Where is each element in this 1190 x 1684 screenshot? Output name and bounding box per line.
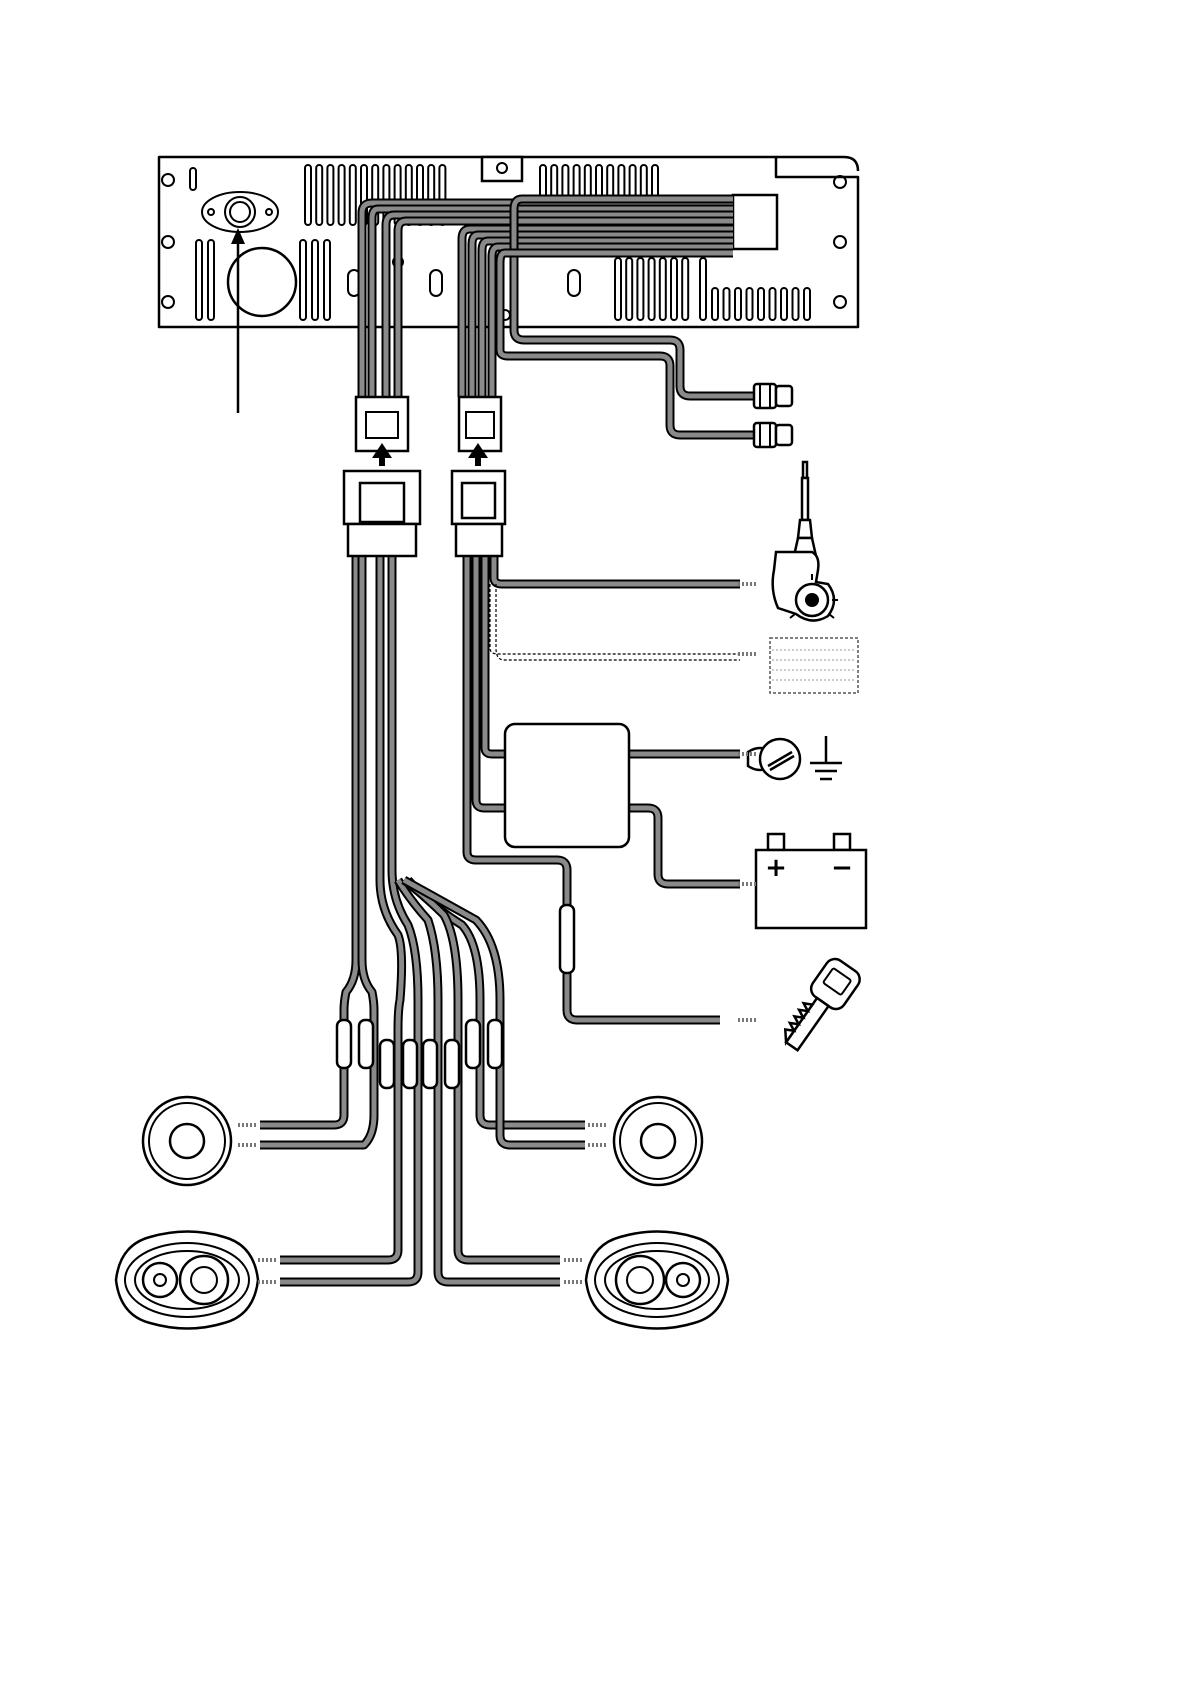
splice-sleeve — [403, 1040, 417, 1088]
vent-slot — [196, 240, 202, 320]
rca-line-out-front — [754, 384, 792, 408]
vent-slot — [626, 258, 632, 320]
vent-slot — [793, 288, 799, 320]
splice-sleeve — [359, 1020, 373, 1068]
vent-slot — [350, 165, 356, 225]
speaker-rear-left — [116, 1232, 258, 1329]
battery-icon: + − — [756, 834, 866, 928]
vent-slot — [327, 165, 333, 225]
vent-slot — [637, 258, 643, 320]
battery-minus-label: − — [831, 853, 853, 883]
remote-wire — [496, 584, 740, 660]
vent-slot — [324, 240, 330, 320]
splice-sleeve — [337, 1020, 351, 1068]
vent-slot — [316, 165, 322, 225]
wire — [629, 808, 740, 884]
splice-sleeve — [488, 1020, 502, 1068]
vent-slot — [190, 168, 196, 190]
vent-slot — [208, 240, 214, 320]
key-icon — [776, 955, 863, 1057]
speaker-front-right — [614, 1097, 702, 1185]
vent-slot — [735, 288, 741, 320]
vent-slot — [312, 240, 318, 320]
splice-sleeve — [423, 1040, 437, 1088]
wire — [629, 808, 740, 884]
vent-slot — [712, 288, 718, 320]
vent-slot — [649, 258, 655, 320]
vent-slot — [770, 288, 776, 320]
vent-slot — [804, 288, 810, 320]
wire — [476, 556, 505, 808]
vent-slot — [339, 165, 345, 225]
harness-connector-power — [452, 397, 505, 556]
vent-slot — [615, 258, 621, 320]
vent-slot — [700, 258, 706, 320]
vent-slot — [724, 288, 730, 320]
vent-slot — [305, 165, 311, 225]
vent-slot — [747, 288, 753, 320]
vent-slot — [671, 258, 677, 320]
vent-slot — [682, 258, 688, 320]
vent-slot — [781, 288, 787, 320]
harness-connector-speaker — [344, 397, 420, 556]
wire — [494, 556, 740, 584]
vent-slot — [660, 258, 666, 320]
remote-wire — [490, 584, 740, 654]
splice-sleeve — [466, 1020, 480, 1068]
speaker-front-left — [143, 1097, 231, 1185]
vent-slot — [300, 240, 306, 320]
ground-icon — [748, 736, 842, 779]
rca-line-out-rear — [754, 423, 792, 447]
vent-slot — [758, 288, 764, 320]
filter-box — [505, 724, 629, 847]
fuse-holder — [560, 905, 574, 973]
antenna-icon — [773, 462, 838, 621]
splice-sleeve — [380, 1040, 394, 1088]
splice-sleeve — [445, 1040, 459, 1088]
dashed-box-icon — [770, 638, 858, 693]
battery-plus-label: + — [765, 853, 787, 883]
speaker-rear-right — [586, 1232, 728, 1329]
